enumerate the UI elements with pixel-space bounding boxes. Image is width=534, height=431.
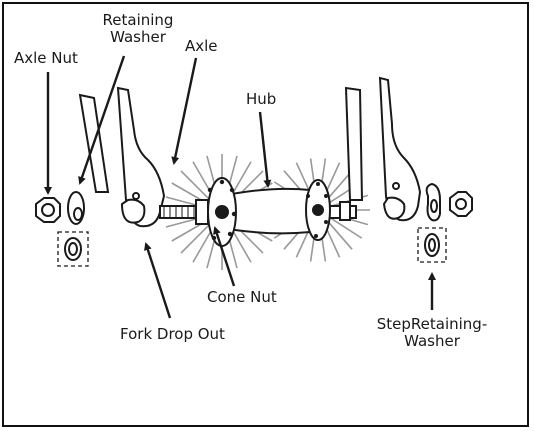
retaining-washer-label-line1: Retaining <box>98 12 178 29</box>
hub-label: Hub <box>246 91 276 108</box>
fork-drop-out-arrow-icon <box>146 244 170 318</box>
step-washer-label-line1: StepRetaining- <box>362 316 502 333</box>
fork-drop-out-label: Fork Drop Out <box>120 326 225 343</box>
hub-arrow-icon <box>260 112 268 186</box>
step-washer-label-line2: Washer <box>362 333 502 350</box>
retaining-washer-label-line2: Washer <box>98 29 178 46</box>
axle-nut-left-icon <box>36 198 60 222</box>
axle-nut-right-icon <box>450 192 472 216</box>
retaining-washer-left-icon <box>68 192 84 224</box>
cone-nut-label: Cone Nut <box>207 289 277 306</box>
step-washer-right-icon <box>425 234 439 256</box>
axle-arrow-icon <box>174 58 196 163</box>
retaining-washer-right-icon <box>427 184 440 220</box>
right-fork-icon <box>346 78 420 220</box>
spoke-icon <box>327 221 352 250</box>
axle-label: Axle <box>185 38 218 55</box>
step-washer-left-icon <box>65 238 81 260</box>
axle-nut-label: Axle Nut <box>14 50 78 67</box>
step-washer-label: StepRetaining- Washer <box>362 316 502 350</box>
left-fork-icon <box>80 88 164 226</box>
retaining-washer-label: Retaining Washer <box>98 12 178 46</box>
hub-icon <box>196 178 350 246</box>
